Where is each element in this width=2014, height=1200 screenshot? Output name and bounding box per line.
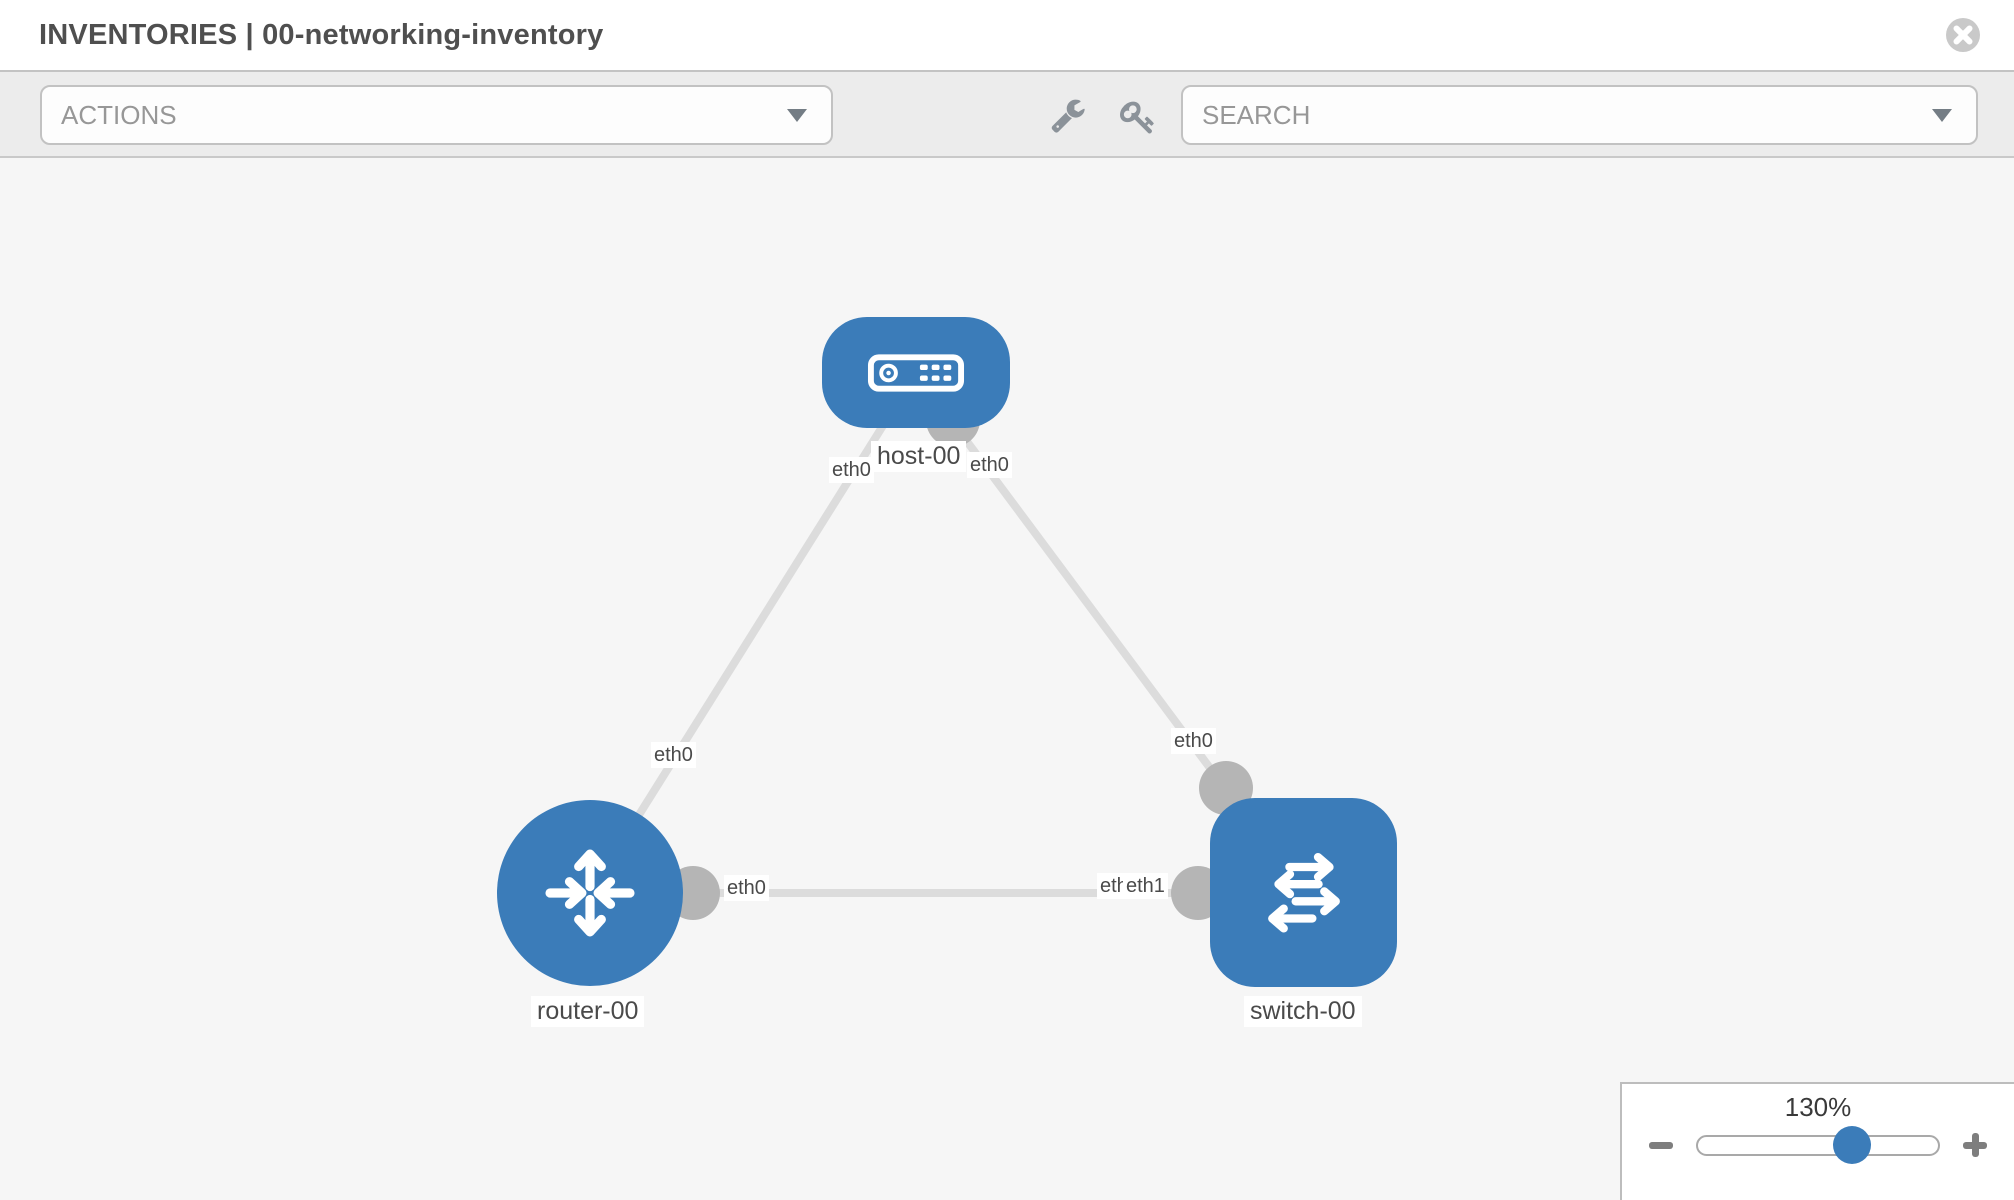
interface-label: eth0 [967,452,1012,478]
search-dropdown-label: SEARCH [1202,99,1311,130]
node-label-router-00: router-00 [531,996,645,1027]
page-title: INVENTORIES | 00-networking-inventory [39,18,604,51]
zoom-panel: 130% [1620,1082,2014,1200]
host-icon [867,353,965,392]
actions-dropdown[interactable]: ACTIONS [40,85,833,145]
actions-dropdown-label: ACTIONS [61,99,177,130]
interface-label: eth0 [651,742,696,768]
plus-icon [1963,1133,1987,1157]
interface-label: eth1 [1123,873,1168,899]
zoom-out-button[interactable] [1648,1132,1674,1158]
node-switch-00[interactable] [1210,798,1397,987]
chevron-down-icon [787,108,807,122]
chevron-down-icon [1932,108,1952,122]
node-label-switch-00: switch-00 [1244,996,1362,1027]
node-label-host-00: host-00 [871,441,967,472]
interface-label: eth0 [1171,728,1216,754]
zoom-slider[interactable] [1696,1126,1940,1164]
zoom-in-button[interactable] [1962,1132,1988,1158]
header: INVENTORIES | 00-networking-inventory [0,0,2014,72]
interface-label: eth0 [724,875,769,901]
toolbar: ACTIONS SEARCH [0,72,2014,158]
zoom-slider-row [1622,1126,2014,1164]
key-icon[interactable] [1120,99,1156,135]
minus-icon [1649,1141,1673,1149]
close-icon [1946,18,1980,52]
search-dropdown[interactable]: SEARCH [1181,85,1978,145]
close-button[interactable] [1945,17,1981,53]
zoom-level: 130% [1784,1092,1852,1122]
interface-label: eth0 [829,457,874,483]
switch-icon [1267,852,1340,933]
zoom-slider-thumb[interactable] [1832,1126,1871,1164]
wrench-icon[interactable] [1050,97,1086,133]
node-router-00[interactable] [497,800,683,986]
router-icon [545,849,635,937]
node-host-00[interactable] [822,317,1010,428]
topology-canvas[interactable]: eth0 eth0 eth0 eth0 eth0 eth1 eth0 host-… [0,158,2014,1200]
topology-links-layer [586,370,1307,920]
